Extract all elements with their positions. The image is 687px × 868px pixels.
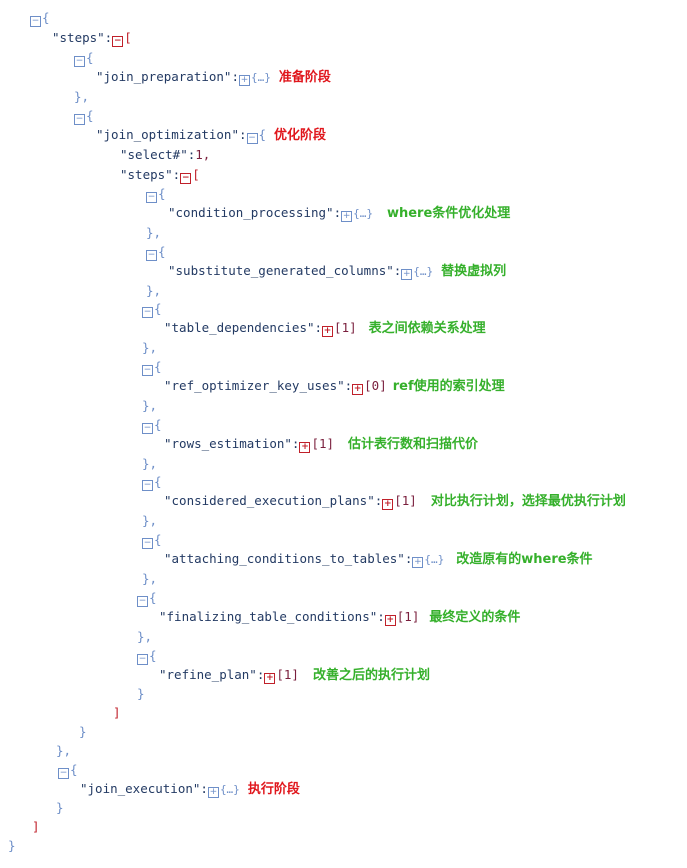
step-1-close: }, — [74, 89, 90, 104]
ftc-close: }, — [137, 629, 153, 644]
td-open: −{ — [142, 301, 162, 318]
expand-attaching-conditions-icon[interactable]: + — [412, 557, 424, 568]
annotation-join-execution: 执行阶段 — [247, 782, 300, 797]
finalizing-table-conditions-line: "finalizing_table_conditions":+[1]最终定义的条… — [159, 609, 521, 626]
steps-close: ] — [32, 819, 40, 834]
expand-join-preparation-icon[interactable]: + — [239, 75, 250, 86]
step-2-close: }, — [56, 743, 72, 758]
rok-open: −{ — [142, 359, 162, 376]
annotation-join-optimization: 优化阶段 — [274, 128, 327, 143]
act-open: −{ — [142, 532, 162, 549]
expand-rows-estimation-icon[interactable]: + — [299, 442, 311, 453]
rok-close: }, — [142, 398, 158, 413]
annotation-attaching-conditions: 改造原有的where条件 — [456, 552, 593, 567]
expand-join-execution-icon[interactable]: + — [207, 787, 219, 798]
cep-open: −{ — [142, 474, 162, 491]
td-close: }, — [142, 340, 158, 355]
annotation-condition-processing: where条件优化处理 — [386, 206, 511, 221]
considered-execution-plans-line: "considered_execution_plans":+[1]对比执行计划，… — [164, 493, 626, 510]
step-3-close: } — [56, 800, 64, 815]
substitute-generated-columns-line: "substitute_generated_columns":+{…}替换虚拟列 — [168, 263, 507, 280]
re-close: }, — [142, 456, 158, 471]
act-close: }, — [142, 571, 158, 586]
cp-close: }, — [146, 225, 162, 240]
collapse-root-icon[interactable]: − — [30, 16, 41, 27]
expand-substitute-generated-columns-icon[interactable]: + — [401, 269, 413, 280]
join-preparation-line: "join_preparation":+{…}准备阶段 — [96, 69, 331, 86]
expand-table-dependencies-icon[interactable]: + — [322, 326, 334, 337]
collapse-re-icon[interactable]: − — [142, 423, 153, 434]
ref-optimizer-key-uses-line: "ref_optimizer_key_uses":+[0]ref使用的索引处理 — [164, 378, 505, 395]
collapse-steps-icon[interactable]: − — [112, 36, 124, 47]
expand-ref-optimizer-key-uses-icon[interactable]: + — [352, 384, 364, 395]
collapse-step-2-icon[interactable]: − — [74, 114, 85, 125]
root-object-close: } — [8, 838, 16, 853]
expand-condition-processing-icon[interactable]: + — [341, 211, 353, 222]
collapse-ftc-icon[interactable]: − — [137, 596, 148, 607]
collapse-rp-icon[interactable]: − — [137, 654, 148, 665]
condition-processing-line: "condition_processing":+{…}where条件优化处理 — [168, 205, 511, 222]
steps-key-line: "steps":−[ — [52, 30, 132, 47]
select-line: "select#":1, — [120, 147, 211, 162]
annotation-finalizing-table-conditions: 最终定义的条件 — [429, 610, 521, 625]
step-1-open: −{ — [74, 50, 94, 67]
table-dependencies-line: "table_dependencies":+[1]表之间依赖关系处理 — [164, 320, 486, 337]
inner-steps-close: ] — [113, 705, 121, 720]
step-3-open: −{ — [58, 762, 78, 779]
cp-open: −{ — [146, 186, 166, 203]
join-optimization-close: } — [79, 724, 87, 739]
collapse-cep-icon[interactable]: − — [142, 480, 153, 491]
collapse-act-icon[interactable]: − — [142, 538, 153, 549]
ftc-open: −{ — [137, 590, 157, 607]
root-object-open: −{ — [30, 10, 50, 27]
expand-finalizing-table-conditions-icon[interactable]: + — [384, 615, 396, 626]
rows-estimation-line: "rows_estimation":+[1]估计表行数和扫描代价 — [164, 436, 479, 453]
refine-plan-line: "refine_plan":+[1]改善之后的执行计划 — [159, 667, 430, 684]
join-execution-line: "join_execution":+{…}执行阶段 — [80, 781, 300, 798]
collapse-inner-steps-icon[interactable]: − — [180, 173, 192, 184]
annotation-refine-plan: 改善之后的执行计划 — [312, 668, 430, 683]
steps-key: "steps": — [52, 30, 113, 45]
collapse-sgc-icon[interactable]: − — [146, 250, 157, 261]
join-optimization-line: "join_optimization":−{优化阶段 — [96, 127, 327, 144]
cep-close: }, — [142, 513, 158, 528]
collapse-td-icon[interactable]: − — [142, 307, 153, 318]
collapse-step-1-icon[interactable]: − — [74, 56, 85, 67]
annotation-substitute-generated-columns: 替换虚拟列 — [441, 264, 507, 279]
expand-considered-execution-plans-icon[interactable]: + — [382, 499, 394, 510]
annotation-ref-optimizer-key-uses: ref使用的索引处理 — [392, 379, 505, 394]
collapse-rok-icon[interactable]: − — [142, 365, 153, 376]
step-2-open: −{ — [74, 108, 94, 125]
annotation-considered-execution-plans: 对比执行计划，选择最优执行计划 — [430, 494, 626, 509]
rp-close: } — [137, 686, 145, 701]
annotation-join-preparation: 准备阶段 — [278, 70, 331, 85]
annotation-table-dependencies: 表之间依赖关系处理 — [368, 321, 486, 336]
annotation-rows-estimation: 估计表行数和扫描代价 — [348, 437, 479, 452]
sgc-open: −{ — [146, 244, 166, 261]
rp-open: −{ — [137, 648, 157, 665]
attaching-conditions-line: "attaching_conditions_to_tables":+{…}改造原… — [164, 551, 593, 568]
expand-refine-plan-icon[interactable]: + — [264, 673, 276, 684]
re-open: −{ — [142, 417, 162, 434]
collapse-join-optimization-icon[interactable]: − — [246, 133, 258, 144]
inner-steps-line: "steps":−[ — [120, 167, 200, 184]
sgc-close: }, — [146, 283, 162, 298]
collapse-cp-icon[interactable]: − — [146, 192, 157, 203]
collapse-step-3-icon[interactable]: − — [58, 768, 69, 779]
